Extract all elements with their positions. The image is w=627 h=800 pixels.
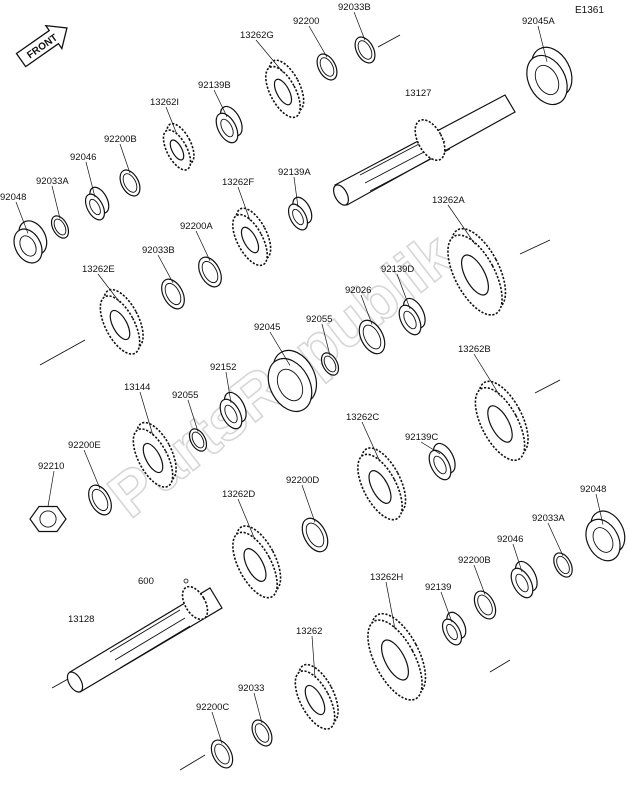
part-label: 13262C — [346, 412, 379, 423]
axis-line — [377, 34, 401, 48]
part-13262f[interactable]: 13262F — [222, 177, 278, 271]
part-label: 92033A — [36, 176, 69, 187]
part-label: 92033 — [238, 683, 264, 694]
part-label: 13262F — [222, 177, 254, 188]
part-92200d[interactable]: 92200D — [286, 475, 333, 556]
part-label: 92210 — [38, 461, 64, 472]
part-13144[interactable]: 13144 — [124, 382, 184, 493]
part-label: 13262H — [370, 572, 403, 583]
part-92046[interactable]: 92046 — [70, 152, 113, 223]
axis-line — [534, 379, 561, 394]
part-13262i[interactable]: 13262I — [150, 97, 199, 174]
axis-line — [51, 678, 69, 689]
part-92200b[interactable]: 92200B — [458, 555, 500, 622]
part-label: 92045 — [254, 322, 280, 333]
part-92139b[interactable]: 92139B — [198, 80, 247, 146]
front-arrow-icon: FRONT — [15, 24, 68, 68]
part-label: 92033A — [532, 513, 565, 524]
axis-line — [519, 239, 551, 255]
part-92033a[interactable]: 92033A — [36, 176, 72, 241]
part-label: 92046 — [497, 534, 523, 545]
part-600[interactable]: 600 — [138, 576, 154, 587]
part-label: 92200E — [68, 440, 101, 451]
part-92210[interactable]: 92210 — [29, 461, 67, 533]
part-label: 13127 — [405, 88, 431, 99]
part-label: 92045A — [522, 16, 555, 27]
part-label: 600 — [138, 576, 154, 587]
part-13262h[interactable]: 13262H — [357, 572, 437, 708]
part-92200b[interactable]: 92200B — [104, 134, 144, 199]
part-92139a[interactable]: 92139A — [278, 167, 316, 233]
part-13262[interactable]: 13262 — [287, 626, 346, 735]
part-label: 92046 — [70, 152, 96, 163]
part-92139d[interactable]: 92139D — [381, 264, 430, 338]
part-label: 13262 — [296, 626, 322, 637]
part-92139c[interactable]: 92139C — [405, 432, 460, 483]
axis-line — [489, 659, 511, 673]
part-92200[interactable]: 92200 — [293, 16, 341, 83]
part-92200c[interactable]: 92200C — [196, 702, 237, 771]
part-13128[interactable]: 13128 — [68, 614, 94, 625]
axis-line — [179, 754, 206, 771]
part-label: 92055 — [172, 390, 198, 401]
part-92048[interactable]: 92048 — [579, 484, 627, 567]
part-label: 13262E — [82, 264, 115, 275]
axis-line — [39, 339, 86, 366]
part-92045[interactable]: 92045 — [254, 322, 325, 419]
part-label: 92200D — [286, 475, 319, 486]
part-13262d[interactable]: 13262D — [222, 489, 290, 604]
part-13262g[interactable]: 13262G — [240, 30, 311, 123]
part-label: 92139C — [405, 432, 438, 443]
shaft-13127 — [333, 94, 516, 206]
part-label: 13262G — [240, 30, 274, 41]
part-label: 13128 — [68, 614, 94, 625]
part-label: 92200C — [196, 702, 229, 713]
part-label: 13262A — [432, 195, 465, 206]
part-label: 13262I — [150, 97, 179, 108]
part-label: 13144 — [124, 382, 150, 393]
part-13262a[interactable]: 13262A — [432, 195, 517, 323]
part-92200a[interactable]: 92200A — [180, 221, 226, 291]
part-92033b[interactable]: 92033B — [338, 2, 379, 66]
part-13262c[interactable]: 13262C — [346, 412, 415, 526]
part-label: 92048 — [0, 192, 26, 203]
shaft-13128 — [66, 585, 223, 693]
part-92046[interactable]: 92046 — [497, 534, 542, 601]
part-label: 92200B — [458, 555, 491, 566]
part-label: 92139A — [278, 167, 311, 178]
part-label: 92033B — [338, 2, 371, 13]
part-92139[interactable]: 92139 — [425, 582, 470, 648]
part-92048[interactable]: 92048 — [0, 192, 52, 268]
part-92200e[interactable]: 92200E — [68, 440, 116, 519]
part-92055[interactable]: 92055 — [306, 314, 342, 378]
part-13127[interactable]: 13127 — [405, 88, 431, 99]
marker-dot-icon — [183, 578, 189, 584]
part-13262e[interactable]: 13262E — [82, 264, 151, 360]
part-label: 92200A — [180, 221, 213, 232]
part-label: 92048 — [580, 484, 606, 495]
part-label: 13262D — [222, 489, 255, 500]
part-label: 92152 — [210, 362, 236, 373]
part-label: 92033B — [142, 245, 175, 256]
part-label: 92200 — [293, 16, 319, 27]
part-92033a[interactable]: 92033A — [532, 513, 576, 580]
part-label: 92139D — [381, 264, 414, 275]
part-92033b[interactable]: 92033B — [142, 245, 189, 313]
part-92152[interactable]: 92152 — [210, 362, 251, 432]
part-label: 92139B — [198, 80, 231, 91]
diagram-code: E1361 — [575, 5, 604, 16]
part-92033[interactable]: 92033 — [238, 683, 276, 749]
part-92045a[interactable]: 92045A — [519, 16, 580, 112]
part-label: 92026 — [345, 285, 371, 296]
part-label: 13262B — [458, 344, 491, 355]
part-92055[interactable]: 92055 — [172, 390, 210, 454]
part-label: 92139 — [425, 582, 451, 593]
part-92026[interactable]: 92026 — [345, 285, 390, 358]
part-13262b[interactable]: 13262B — [458, 344, 538, 468]
part-label: 92055 — [306, 314, 332, 325]
part-label: 92200B — [104, 134, 137, 145]
